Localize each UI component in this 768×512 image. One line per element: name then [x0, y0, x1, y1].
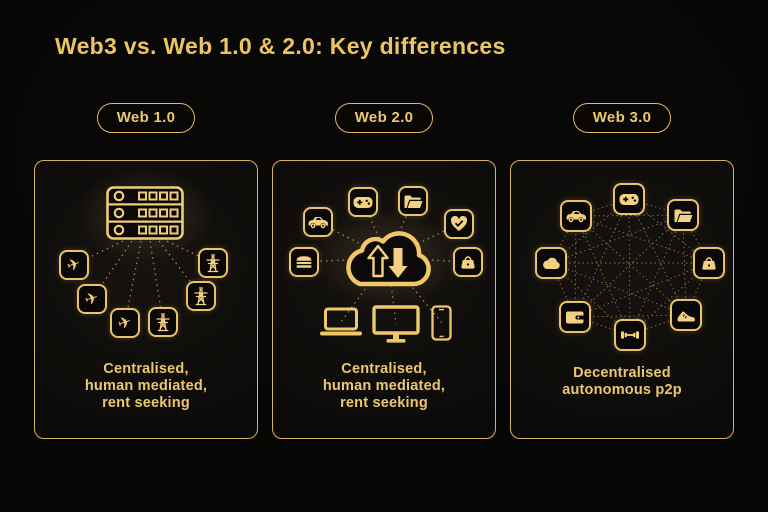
- handbag-icon: [461, 256, 475, 269]
- cloud-icon-tile: [535, 247, 567, 279]
- airplane-icon: ✈: [64, 253, 84, 276]
- handbag-icon-tile: [453, 247, 483, 277]
- web3-caption: Decentralised autonomous p2p: [511, 365, 733, 399]
- caption-line: Decentralised: [573, 365, 671, 381]
- gamepad-icon-tile: [613, 183, 645, 215]
- column-web1: Web 1.0: [34, 103, 258, 439]
- airplane-icon-tile: ✈: [77, 284, 107, 314]
- caption-line: Centralised,: [341, 361, 427, 377]
- infographic: Web3 vs. Web 1.0 & 2.0: Key differences …: [0, 33, 768, 439]
- heart-check-icon-tile: [444, 209, 474, 239]
- folder-icon-tile: [398, 186, 428, 216]
- column-web2: Web 2.0: [272, 103, 496, 439]
- car-icon: [566, 211, 586, 223]
- airplane-icon: ✈: [82, 287, 102, 310]
- wallet-icon: [566, 311, 584, 324]
- car-icon-tile: [560, 200, 592, 232]
- burger-icon: [296, 256, 312, 268]
- caption-line: Centralised,: [103, 361, 189, 377]
- columns: Web 1.0: [34, 103, 734, 439]
- web2-panel: Centralised, human mediated, rent seekin…: [272, 160, 496, 439]
- airplane-icon-tile: ✈: [59, 250, 89, 280]
- caption-line: rent seeking: [340, 395, 428, 411]
- caption-line: rent seeking: [102, 395, 190, 411]
- power-pylon-icon-tile: [198, 248, 228, 278]
- handbag-icon: [702, 257, 716, 270]
- laptop-icon: [320, 307, 362, 336]
- power-pylon-icon-tile: [186, 281, 216, 311]
- cloud-sync-icon: [346, 231, 431, 287]
- smartphone-icon: [431, 305, 452, 341]
- page-title: Web3 vs. Web 1.0 & 2.0: Key differences: [55, 33, 506, 59]
- upload-arrow: [367, 244, 389, 278]
- burger-icon-tile: [289, 247, 319, 277]
- web1-pill: Web 1.0: [96, 103, 196, 133]
- folder-icon: [674, 209, 693, 222]
- handbag-icon-tile: [693, 247, 725, 279]
- cloud-icon: [542, 257, 560, 269]
- p2p-mesh-dotted-lines: [550, 198, 710, 336]
- gamepad-icon-tile: [348, 187, 378, 217]
- download-arrow: [388, 248, 408, 278]
- server-rack-icon: [106, 186, 184, 240]
- power-pylon-icon-tile: [148, 307, 178, 337]
- heart-check-icon: [450, 216, 468, 231]
- sneaker-icon: [677, 311, 695, 321]
- power-pylon-icon: [194, 287, 208, 306]
- web1-caption: Centralised, human mediated, rent seekin…: [35, 361, 257, 412]
- desktop-monitor-icon: [372, 305, 420, 343]
- folder-icon-tile: [667, 199, 699, 231]
- web2-pill-label: Web 2.0: [354, 109, 414, 126]
- gamepad-icon: [619, 193, 639, 205]
- airplane-icon-tile: ✈: [110, 308, 140, 338]
- column-web3: Web 3.0: [510, 103, 734, 439]
- caption-line: human mediated,: [322, 378, 446, 394]
- caption-line: human mediated,: [84, 378, 208, 394]
- web3-panel: Decentralised autonomous p2p: [510, 160, 734, 439]
- web2-pill: Web 2.0: [334, 103, 434, 133]
- web1-panel: ✈ ✈ ✈: [34, 160, 258, 439]
- power-pylon-icon: [156, 313, 170, 332]
- web1-pill-label: Web 1.0: [116, 109, 176, 126]
- web3-pill-label: Web 3.0: [592, 109, 652, 126]
- gamepad-icon: [353, 196, 373, 208]
- car-icon: [308, 217, 328, 229]
- car-icon-tile: [303, 207, 333, 237]
- wallet-icon-tile: [559, 301, 591, 333]
- web3-pill: Web 3.0: [572, 103, 672, 133]
- folder-icon: [404, 195, 423, 208]
- sneaker-icon-tile: [670, 299, 702, 331]
- web2-caption: Centralised, human mediated, rent seekin…: [273, 361, 495, 412]
- dumbbell-icon: [621, 331, 639, 339]
- power-pylon-icon: [206, 254, 220, 273]
- caption-line: autonomous p2p: [562, 382, 682, 398]
- dumbbell-icon-tile: [614, 319, 646, 351]
- airplane-icon: ✈: [115, 311, 135, 334]
